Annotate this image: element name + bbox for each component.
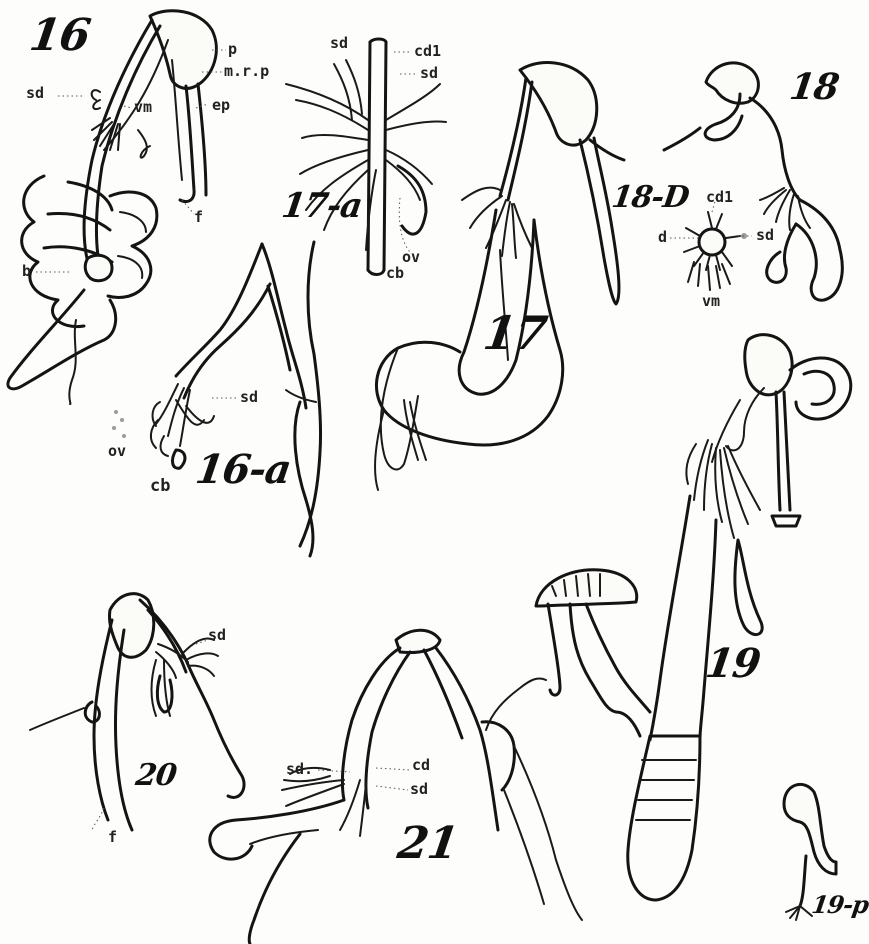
- figure-number-17: 17: [480, 306, 550, 360]
- fig21-label-cd: cd: [412, 756, 430, 774]
- fig21-label-sd-left: sd.: [286, 760, 313, 778]
- fig16-label-mrp: m.r.p: [224, 62, 269, 80]
- figure-number-18: 18: [787, 66, 841, 108]
- fig20-label-sd: sd: [208, 626, 226, 644]
- figure-number-16: 16: [26, 10, 92, 61]
- fig18d-label-cd1: cd1: [706, 188, 733, 206]
- figure-number-19: 19: [703, 640, 763, 687]
- figure-number-17a: 17-a: [279, 186, 364, 226]
- fig16a-label-cb: cb: [150, 476, 170, 496]
- figure-number-21: 21: [394, 818, 460, 869]
- figure-number-18d: 18-D: [610, 180, 691, 215]
- fig16a-label-sd: sd: [240, 388, 258, 406]
- figure-number-16a: 16-a: [193, 446, 294, 493]
- figure-number-19p: 19-p: [810, 890, 869, 919]
- fig17a-label-ov: ov: [402, 248, 420, 266]
- fig16-label-p: p: [228, 40, 237, 58]
- figure-17-drawing: [375, 63, 624, 490]
- fig17a-label-cb: cb: [386, 264, 404, 282]
- fig16-label-sd: sd: [26, 84, 44, 102]
- fig16-label-b: b: [22, 262, 31, 280]
- fig18d-label-d: d: [658, 228, 667, 246]
- fig21-label-sd-right: sd: [410, 780, 428, 798]
- fig18d-label-sd: sd: [756, 226, 774, 244]
- fig16-label-ep: ep: [212, 96, 230, 114]
- fig17a-label-sd-right: sd: [420, 64, 438, 82]
- fig20-label-f: f: [108, 828, 117, 846]
- figure-21-drawing: [210, 630, 582, 944]
- fig17a-label-cd1: cd1: [414, 42, 441, 60]
- fig16-label-f: f: [194, 208, 203, 226]
- fig18d-label-vm: vm: [702, 292, 720, 310]
- fig16a-label-ov: ov: [108, 442, 126, 460]
- fig17a-label-sd-left: sd: [330, 34, 348, 52]
- figure-number-20: 20: [134, 758, 179, 793]
- fig16-label-vm: vm: [134, 98, 152, 116]
